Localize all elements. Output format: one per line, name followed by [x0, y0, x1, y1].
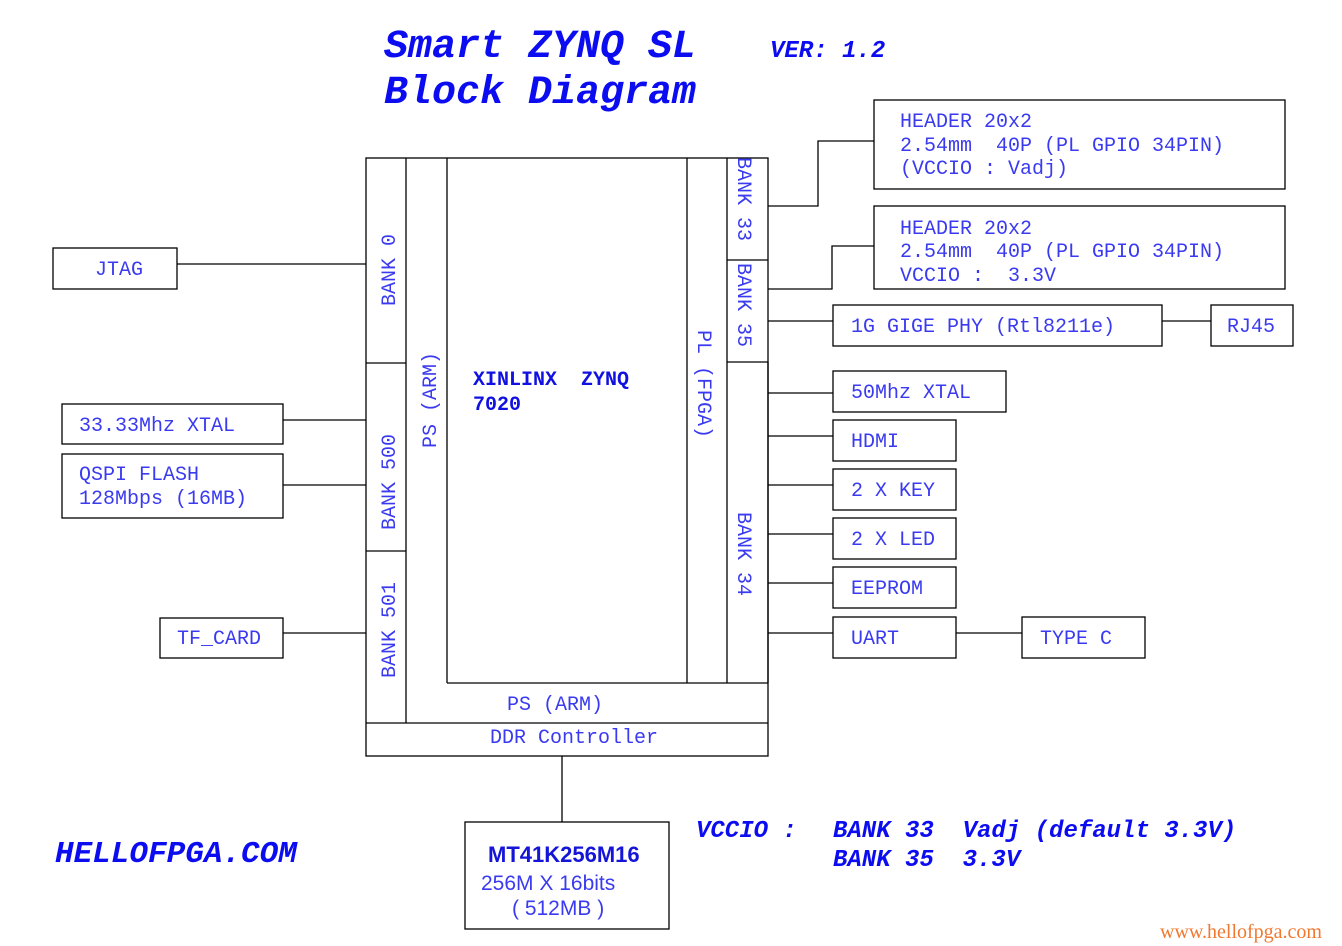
bank-500-label: BANK 500: [379, 434, 402, 530]
key-label: 2 X KEY: [851, 480, 935, 503]
zynq-soc-block: BANK 0 BANK 500 BANK 501 PS (ARM) XINLIN…: [365, 157, 769, 757]
qspi-label-line2: 128Mbps (16MB): [79, 488, 247, 511]
rj45-block: RJ45: [1210, 304, 1294, 347]
header2-line2: 2.54mm 40P (PL GPIO 34PIN): [900, 241, 1224, 264]
watermark: www.hellofpga.com: [1160, 921, 1322, 943]
type-c-label: TYPE C: [1040, 628, 1112, 651]
vccio-prefix: VCCIO :: [696, 818, 797, 845]
rj45-label: RJ45: [1227, 316, 1275, 339]
ps-arm-vertical-label: PS (ARM): [420, 352, 443, 448]
hdmi-block: HDMI: [768, 419, 957, 462]
eeprom-label: EEPROM: [851, 578, 923, 601]
hellofpga-logo: HELLOFPGA.COM: [55, 837, 298, 872]
title-line1: Smart ZYNQ SL: [384, 25, 696, 70]
xtal-50mhz-block: 50Mhz XTAL: [768, 370, 1007, 413]
led-block: 2 X LED: [768, 517, 957, 560]
bank-501-label: BANK 501: [379, 582, 402, 678]
header1-line2: 2.54mm 40P (PL GPIO 34PIN): [900, 135, 1224, 158]
pl-fpga-vertical-label: PL (FPGA): [691, 330, 714, 438]
bank-34-label: BANK 34: [731, 512, 754, 596]
jtag-block: JTAG: [52, 247, 366, 290]
tf-card-block: TF_CARD: [159, 617, 366, 659]
hdmi-label: HDMI: [851, 431, 899, 454]
header1-wire: [768, 140, 874, 207]
vccio-line2: BANK 35 3.3V: [833, 847, 1023, 874]
xtal-50mhz-label: 50Mhz XTAL: [851, 382, 971, 405]
qspi-label-line1: QSPI FLASH: [79, 464, 199, 487]
ddr-size: ( 512MB ): [512, 897, 604, 920]
led-label: 2 X LED: [851, 529, 935, 552]
xtal-33mhz-block: 33.33Mhz XTAL: [61, 403, 366, 445]
vccio-note: VCCIO : BANK 33 Vadj (default 3.3V) BANK…: [696, 818, 1236, 874]
gige-phy-label: 1G GIGE PHY (Rtl8211e): [851, 316, 1115, 339]
uart-label: UART: [851, 628, 899, 651]
jtag-label: JTAG: [95, 259, 143, 282]
xtal-33mhz-label: 33.33Mhz XTAL: [79, 415, 235, 438]
bank-0-label: BANK 0: [379, 234, 402, 306]
vccio-line1: BANK 33 Vadj (default 3.3V): [833, 818, 1236, 845]
ddr-spec: 256M X 16bits: [481, 872, 615, 895]
header2-wire: [768, 245, 874, 290]
ddr-part-number: MT41K256M16: [488, 842, 640, 867]
bank-35-label: BANK 35: [731, 263, 754, 347]
header1-block: HEADER 20x2 2.54mm 40P (PL GPIO 34PIN) (…: [768, 99, 1286, 207]
uart-block: UART: [768, 616, 1022, 659]
type-c-block: TYPE C: [1021, 616, 1146, 659]
ps-arm-bottom-label: PS (ARM): [507, 694, 603, 717]
header1-line1: HEADER 20x2: [900, 111, 1032, 134]
title-version: VER: 1.2: [770, 38, 885, 65]
title-line2: Block Diagram: [384, 71, 696, 116]
ddr-controller-label: DDR Controller: [490, 727, 658, 750]
gige-phy-block: 1G GIGE PHY (Rtl8211e): [768, 304, 1211, 347]
tf-card-label: TF_CARD: [177, 628, 261, 651]
eeprom-block: EEPROM: [768, 566, 957, 609]
header2-line3: VCCIO : 3.3V: [900, 265, 1056, 288]
qspi-flash-block: QSPI FLASH 128Mbps (16MB): [61, 453, 366, 519]
header2-line1: HEADER 20x2: [900, 218, 1032, 241]
soc-name-line2: 7020: [473, 394, 521, 417]
header1-line3: (VCCIO : Vadj): [900, 158, 1068, 181]
header2-block: HEADER 20x2 2.54mm 40P (PL GPIO 34PIN) V…: [768, 205, 1286, 290]
bank-33-label: BANK 33: [731, 157, 754, 241]
key-block: 2 X KEY: [768, 468, 957, 511]
soc-name-line1: XINLINX ZYNQ: [473, 369, 629, 392]
ddr-memory-block: MT41K256M16 256M X 16bits ( 512MB ): [464, 756, 670, 930]
soc-outline: [365, 157, 769, 757]
